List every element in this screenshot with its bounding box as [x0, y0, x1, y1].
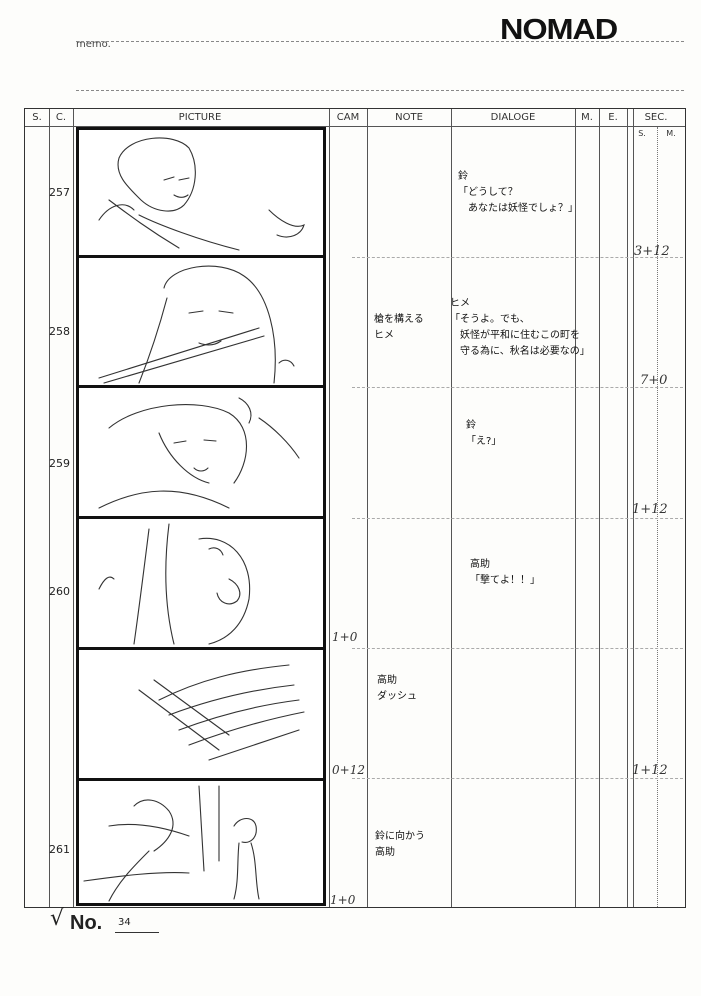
page-number: 34	[118, 917, 131, 928]
col-divider	[575, 109, 576, 907]
cam-mark: 1+0	[330, 893, 356, 907]
col-divider	[329, 109, 330, 907]
row-separator	[352, 518, 683, 519]
speed-lines-icon	[138, 664, 305, 761]
cut-number: 260	[49, 585, 70, 598]
shouting-face-icon	[98, 523, 251, 645]
col-divider	[451, 109, 452, 907]
cut-number: 261	[49, 843, 70, 856]
header-sec-m: M.	[666, 129, 676, 138]
memo-line-1	[76, 41, 684, 42]
col-divider	[627, 109, 628, 907]
header-sec-s: S.	[638, 129, 646, 138]
header-e: E.	[608, 112, 618, 123]
page-label: No.	[70, 912, 103, 934]
boy-reaching-icon	[98, 137, 305, 251]
col-divider	[633, 109, 634, 907]
page-underline	[115, 932, 159, 933]
storyboard-grid: S. C. PICTURE CAM NOTE DIALOGE M. E. SEC…	[24, 108, 686, 908]
header-picture: PICTURE	[178, 112, 222, 123]
row-separator	[352, 648, 683, 649]
sec-mark: 1+12	[632, 502, 668, 517]
cut-number: 258	[49, 325, 70, 338]
header-sc-s: S.	[32, 112, 42, 123]
header-note: NOTE	[395, 112, 423, 123]
row-separator	[352, 387, 683, 388]
dialog-text: 鈴 「どうして？ あなたは妖怪でしょ？」	[458, 171, 578, 214]
cam-mark: 0+12	[332, 763, 365, 777]
brand-logo: NOMAD	[500, 14, 618, 46]
sec-mark: 3+12	[634, 244, 670, 259]
panel-1	[76, 127, 326, 258]
col-divider	[49, 109, 50, 907]
panel-2	[76, 255, 326, 388]
col-divider	[73, 109, 74, 907]
figures-running-icon	[83, 785, 260, 902]
header-divider	[25, 126, 685, 127]
col-divider	[367, 109, 368, 907]
dialog-text: 高助 「撃てよ！！」	[470, 559, 540, 586]
panel-5	[76, 647, 326, 781]
dialog-text: 鈴 「え?」	[466, 420, 502, 447]
boy-surprised-icon	[98, 397, 300, 509]
memo-line-2	[76, 90, 684, 91]
sec-mark: 1+12	[632, 763, 668, 778]
check-icon: √	[50, 906, 65, 931]
col-divider-dotted	[657, 127, 658, 907]
col-divider	[599, 109, 600, 907]
cut-number: 257	[49, 186, 70, 199]
header-sc-c: C.	[55, 112, 67, 123]
header-m: M.	[581, 112, 593, 123]
note-text: 鈴に向かう 高助	[375, 831, 425, 858]
dialog-text: ヒメ 「そうよ。でも、 妖怪が平和に住むこの町を 守る為に、秋名は必要なの」	[450, 298, 590, 357]
memo-label: memo.	[76, 39, 111, 50]
header-sec: SEC.	[644, 112, 668, 123]
header-dialoge: DIALOGE	[490, 112, 536, 123]
panel-4	[76, 516, 326, 650]
panel-6	[76, 778, 326, 906]
panel-3	[76, 385, 326, 519]
header-cam: CAM	[336, 112, 360, 123]
cam-mark: 1+0	[332, 630, 358, 644]
girl-with-spear-icon	[98, 265, 295, 384]
note-text: 高助 ダッシュ	[377, 675, 417, 702]
sec-mark: 7+0	[640, 373, 668, 388]
cut-number: 259	[49, 457, 70, 470]
note-text: 槍を構える ヒメ	[374, 314, 424, 341]
row-separator	[352, 778, 683, 779]
row-separator	[352, 257, 683, 258]
